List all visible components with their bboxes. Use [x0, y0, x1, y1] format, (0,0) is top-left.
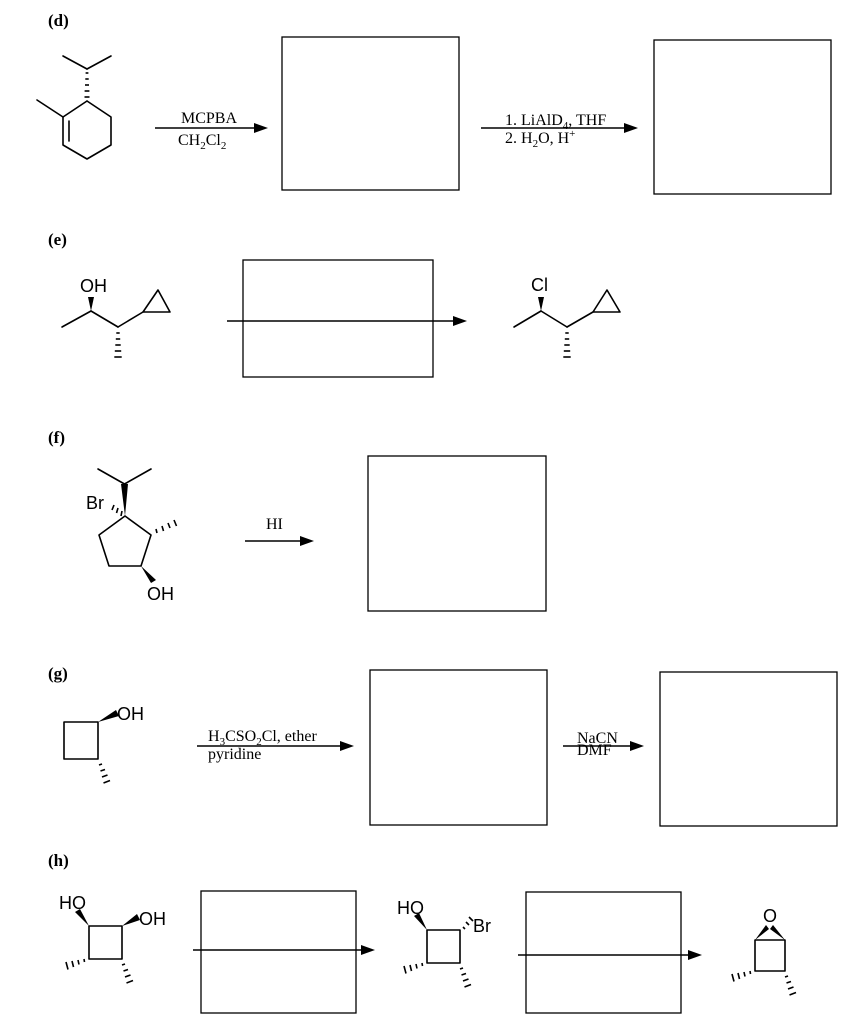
- h-mid-hash-right: [459, 967, 472, 988]
- problem-e-label: (e): [48, 230, 67, 249]
- g-arrow-2: [563, 741, 644, 751]
- d-reagent-2-line1: 1. LiAlD4, THF: [505, 112, 606, 132]
- h-mid-ho: HO: [397, 898, 424, 918]
- h-reagent-box-2[interactable]: [525, 891, 682, 1014]
- h-reagent-box-1[interactable]: [200, 890, 357, 1014]
- d-answer-box-1[interactable]: [281, 36, 460, 191]
- h-product-o: O: [763, 906, 777, 926]
- h-start-hash-right: [121, 963, 134, 984]
- e-oh-group: OH: [80, 276, 107, 296]
- g-arrow-1: [197, 741, 354, 751]
- h-prod-hash-left: [731, 970, 752, 982]
- g-starting-material: OH: [63, 704, 144, 784]
- g-oh-label: OH: [117, 704, 144, 724]
- h-mid-hash-left: [403, 962, 424, 974]
- d-arrow-2: [481, 123, 638, 133]
- e-product: Cl: [513, 275, 621, 358]
- problem-f-label: (f): [48, 428, 65, 447]
- e-product-hash: [563, 332, 571, 358]
- g-reagent-2-line2: DMF: [577, 742, 612, 759]
- d-reagent-2-line2: 2. H2O, H+: [505, 128, 575, 150]
- e-starting-material: OH: [61, 276, 171, 358]
- d-reagent-1-line1: MCPBA: [181, 110, 237, 127]
- f-arrow: [245, 536, 314, 546]
- problem-e: (e) OH Cl: [48, 230, 621, 378]
- h-mid-br-hash: [462, 916, 474, 930]
- g-answer-box-1[interactable]: [369, 669, 548, 826]
- e-cl-group: Cl: [531, 275, 548, 295]
- f-oh-label: OH: [147, 584, 174, 604]
- d-hash-bond: [84, 72, 90, 98]
- g-methyl-hash: [98, 763, 111, 784]
- e-start-hash: [114, 332, 122, 358]
- problem-g: (g) OH H3CSO2Cl, ether pyridine NaCN DMF: [48, 664, 838, 827]
- f-br-label: Br: [86, 493, 104, 513]
- f-starting-material: Br OH: [86, 468, 178, 604]
- problem-h-label: (h): [48, 851, 69, 870]
- e-reagent-box[interactable]: [242, 259, 434, 378]
- h-starting-material: HO OH: [59, 893, 166, 984]
- h-product: O: [731, 906, 797, 996]
- h-intermediate: HO Br: [397, 898, 491, 988]
- problem-h: (h) HO OH: [48, 851, 797, 1014]
- f-br-hash: [111, 504, 123, 517]
- f-answer-box[interactable]: [367, 455, 547, 612]
- d-reagent-1-line2: CH2Cl2: [178, 132, 226, 152]
- h-start-ho: HO: [59, 893, 86, 913]
- g-reagent-1-line2: pyridine: [208, 746, 261, 763]
- g-answer-box-2[interactable]: [659, 671, 838, 827]
- d-arrow-1: [155, 123, 268, 133]
- d-starting-material: [36, 55, 112, 160]
- h-arrow-1: [193, 945, 375, 955]
- problem-g-label: (g): [48, 664, 68, 683]
- h-arrow-2: [518, 950, 702, 960]
- h-prod-hash-right: [784, 975, 797, 996]
- f-reagent: HI: [266, 516, 283, 533]
- problem-d: (d) MCPBA CH2Cl2: [36, 11, 832, 195]
- e-arrow: [227, 316, 467, 326]
- d-answer-box-2[interactable]: [653, 39, 832, 195]
- g-reagent-2-line1: NaCN: [577, 730, 618, 747]
- h-start-hash-left: [65, 958, 86, 970]
- problem-f: (f) Br OH: [48, 428, 547, 612]
- g-reagent-1-line1: H3CSO2Cl, ether: [208, 728, 317, 748]
- h-start-oh: OH: [139, 909, 166, 929]
- h-mid-br: Br: [473, 916, 491, 936]
- f-methyl-hash: [155, 519, 178, 534]
- problem-d-label: (d): [48, 11, 69, 30]
